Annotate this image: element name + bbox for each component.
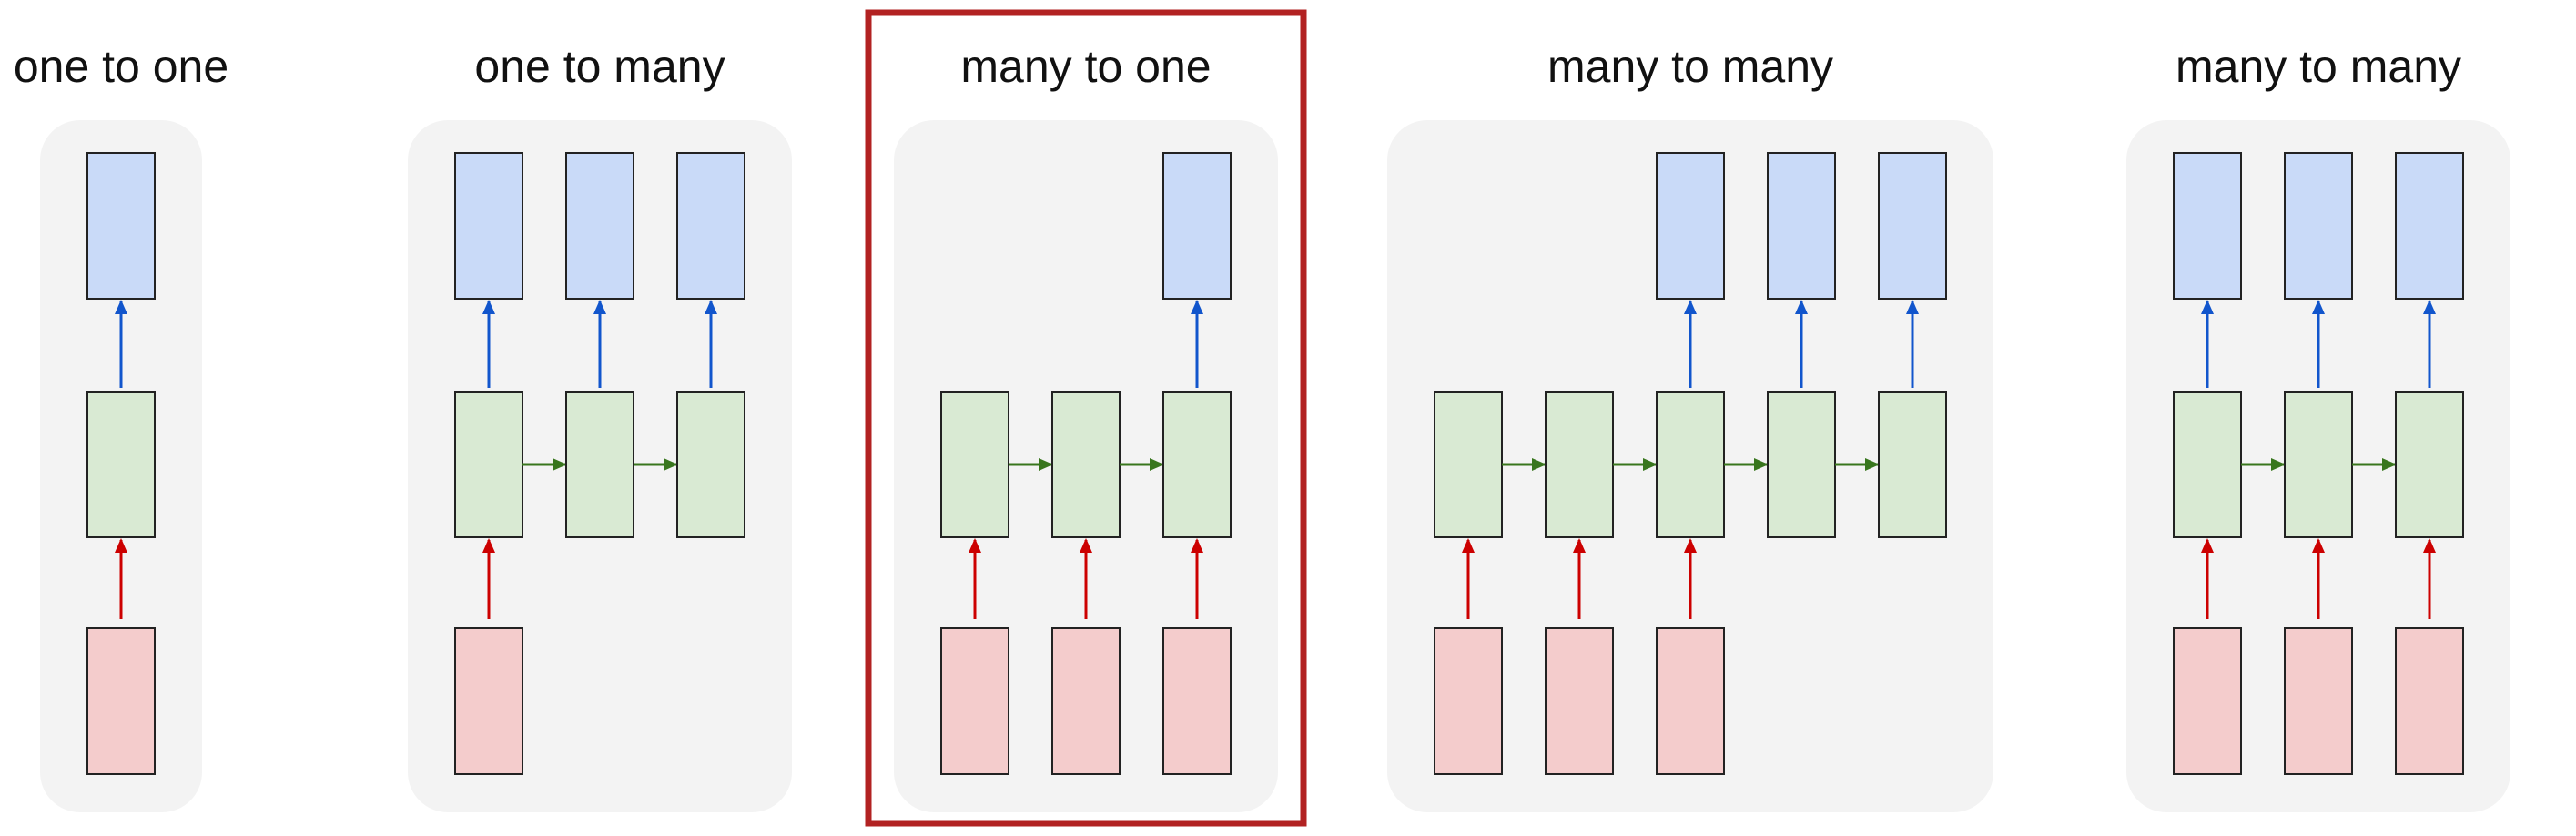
output-box: [1162, 152, 1232, 300]
panel-title: one to many: [474, 41, 725, 92]
highlight-border: [865, 9, 1307, 827]
input-box: [86, 627, 156, 775]
input-box: [1545, 627, 1614, 775]
hidden-state-box: [2173, 391, 2242, 538]
hidden-state-box: [2284, 391, 2353, 538]
panel-4: many to many: [1387, 41, 1993, 812]
output-box: [454, 152, 523, 300]
output-box: [2173, 152, 2242, 300]
output-box: [1767, 152, 1836, 300]
hidden-state-box: [2395, 391, 2464, 538]
hidden-state-box: [565, 391, 634, 538]
output-box: [86, 152, 156, 300]
input-box: [1051, 627, 1121, 775]
panel-1: one to one: [14, 41, 228, 812]
input-box: [940, 627, 1009, 775]
input-box: [2395, 627, 2464, 775]
hidden-state-box: [676, 391, 745, 538]
hidden-state-box: [1051, 391, 1121, 538]
hidden-state-box: [1878, 391, 1947, 538]
output-box: [676, 152, 745, 300]
hidden-state-box: [1545, 391, 1614, 538]
input-box: [1656, 627, 1725, 775]
hidden-state-box: [1162, 391, 1232, 538]
output-box: [1878, 152, 1947, 300]
output-box: [2395, 152, 2464, 300]
hidden-state-box: [1656, 391, 1725, 538]
panel-title: many to many: [2175, 41, 2461, 92]
output-box: [565, 152, 634, 300]
input-box: [1434, 627, 1503, 775]
hidden-state-box: [86, 391, 156, 538]
output-box: [2284, 152, 2353, 300]
output-box: [1656, 152, 1725, 300]
hidden-state-box: [454, 391, 523, 538]
input-box: [2284, 627, 2353, 775]
panel-2: one to many: [408, 41, 792, 812]
input-box: [1162, 627, 1232, 775]
panel-title: many to one: [960, 41, 1211, 92]
panel-title: one to one: [14, 41, 228, 92]
hidden-state-box: [940, 391, 1009, 538]
hidden-state-box: [1767, 391, 1836, 538]
panel-5: many to many: [2126, 41, 2510, 812]
panel-title: many to many: [1547, 41, 1833, 92]
input-box: [2173, 627, 2242, 775]
input-box: [454, 627, 523, 775]
panel-3: many to one: [865, 9, 1307, 827]
hidden-state-box: [1434, 391, 1503, 538]
